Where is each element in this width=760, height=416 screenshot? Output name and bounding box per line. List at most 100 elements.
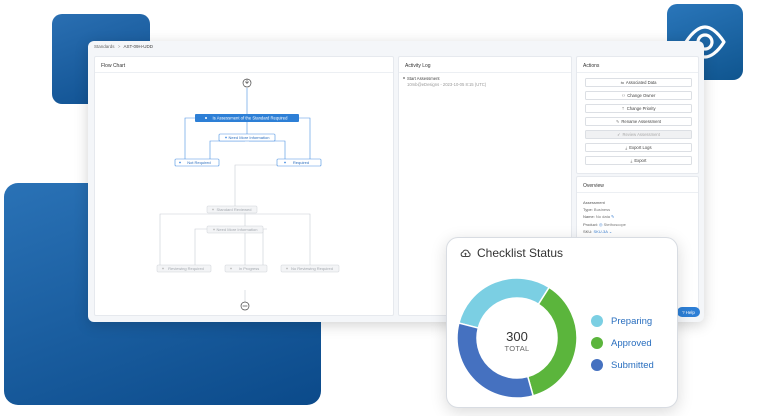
overview-sku-value[interactable]: SKU-3A xyxy=(593,228,608,234)
legend-label-submitted: Submitted xyxy=(611,359,654,371)
associated-data-button[interactable]: ⇆ Associated Data xyxy=(585,78,692,87)
associated-data-label: Associated Data xyxy=(625,80,657,85)
flow-node-in-progress[interactable]: In Progress xyxy=(224,264,268,273)
panel-divider xyxy=(95,72,393,73)
change-owner-button[interactable]: ⚇ Change Owner xyxy=(585,91,692,100)
rename-assessment-button[interactable]: ✎ Rename Assessment xyxy=(585,117,692,126)
app-window: Standards > AST-09H-UDD Flow Chart xyxy=(88,41,704,322)
actions-panel: Actions ⇆ Associated Data ⚇ Change Owner… xyxy=(576,56,699,174)
checklist-title: Checklist Status xyxy=(477,246,564,260)
breadcrumb-current: AST-09H-UDD xyxy=(123,44,153,49)
help-button[interactable]: ? Help xyxy=(677,307,700,317)
flow-node-decision-label: Is Assessment of the Standard Required xyxy=(213,116,289,121)
flow-chart-title: Flow Chart xyxy=(101,63,126,69)
donut-total: 300 TOTAL xyxy=(491,329,543,354)
flow-node-need-more-label: Need More Information xyxy=(229,135,270,140)
legend-item-submitted: Submitted xyxy=(591,354,654,376)
overview-sku-key: SKU xyxy=(583,228,592,234)
flow-end-node[interactable] xyxy=(240,301,250,311)
flow-node-reviewing-required[interactable]: Reviewing Required xyxy=(156,264,212,273)
flow-node-need-more-2[interactable]: Need More Information xyxy=(206,225,264,234)
flow-start-node[interactable] xyxy=(242,78,252,88)
user-icon: ⚇ xyxy=(621,93,626,98)
panel-divider xyxy=(577,72,698,73)
panel-divider xyxy=(577,192,698,193)
activity-entry: Start Assessment 10mb@eDesigns - 2023-10… xyxy=(403,76,487,87)
legend-swatch-preparing xyxy=(591,315,603,327)
legend-item-approved: Approved xyxy=(591,332,654,354)
donut-segment-preparing[interactable] xyxy=(457,277,551,329)
flow-chart-panel: Flow Chart xyxy=(94,56,394,316)
review-assessment-button[interactable]: ✓ Review Assessment xyxy=(585,130,692,139)
panel-divider xyxy=(399,72,571,73)
overview-type-row: Type: Business xyxy=(583,207,611,213)
edit-name-icon[interactable]: ✎ xyxy=(611,214,615,220)
rename-assessment-label: Rename Assessment xyxy=(621,119,661,124)
actions-title: Actions xyxy=(583,63,600,69)
overview-product-key: Product xyxy=(583,221,597,227)
overview-sku-row: SKU: SKU-3A ⌄ xyxy=(583,228,613,234)
check-icon: ✓ xyxy=(617,132,621,137)
flow-chart-diagram: Is Assessment of the Standard Required N… xyxy=(156,78,340,311)
checklist-status-card: Checklist Status 300 TOTAL Preparing App… xyxy=(446,237,678,408)
activity-entry-title: Start Assessment xyxy=(407,76,440,81)
flow-node-reviewing-required-label: Reviewing Required xyxy=(168,266,204,271)
donut-segment-submitted[interactable] xyxy=(456,322,535,399)
donut-total-value: 300 xyxy=(506,329,528,344)
overview-name-row: Name: No data ✎ xyxy=(583,214,615,220)
export-logs-button[interactable]: ⤓ Export Logs xyxy=(585,143,692,152)
flow-node-standard-reviewed-label: Standard Reviewed xyxy=(217,207,252,212)
flow-node-required[interactable]: Required xyxy=(276,158,322,167)
export-label: Export xyxy=(634,158,647,163)
breadcrumb-root[interactable]: Standards xyxy=(94,44,115,49)
overview-details: Assessment Type: Business Name: No data … xyxy=(583,199,626,235)
legend-label-preparing: Preparing xyxy=(611,315,653,327)
flow-node-need-more[interactable]: Need More Information xyxy=(218,133,276,142)
help-icon: ? xyxy=(682,309,685,315)
donut-total-label: TOTAL xyxy=(504,344,530,353)
overview-type-key: Type xyxy=(583,207,592,213)
export-button[interactable]: ⤓ Export xyxy=(585,156,692,165)
export-logs-label: Export Logs xyxy=(629,145,652,150)
timeline-dot xyxy=(403,77,405,79)
cloud-icon xyxy=(460,249,471,257)
change-owner-label: Change Owner xyxy=(627,93,656,98)
pencil-icon: ✎ xyxy=(616,119,620,124)
overview-product-row: Product: ◎ Stethoscope xyxy=(583,221,626,227)
download-icon: ⤓ xyxy=(630,158,633,163)
flow-connectors xyxy=(184,88,311,159)
checklist-header: Checklist Status xyxy=(460,246,563,260)
overview-title: Overview xyxy=(583,183,604,189)
overview-name-value: No data xyxy=(595,214,610,220)
legend-swatch-submitted xyxy=(591,359,603,371)
overview-section-label: Assessment xyxy=(583,200,605,205)
chevron-down-icon[interactable]: ⌄ xyxy=(608,228,613,234)
product-icon: ◎ xyxy=(599,221,603,227)
checklist-legend: Preparing Approved Submitted xyxy=(591,310,654,376)
arrow-up-icon: ⇡ xyxy=(621,106,625,111)
overview-name-key: Name xyxy=(583,214,594,220)
activity-log-title: Activity Log xyxy=(405,63,431,69)
review-assessment-label: Review Assessment xyxy=(622,132,660,137)
overview-product-value[interactable]: Stethoscope xyxy=(603,221,626,227)
flow-node-decision[interactable]: Is Assessment of the Standard Required xyxy=(195,114,299,122)
breadcrumb: Standards > AST-09H-UDD xyxy=(94,44,153,49)
flow-node-need-more-2-label: Need More Information xyxy=(217,227,258,232)
link-icon: ⇆ xyxy=(620,80,624,85)
flow-node-no-reviewing-label: No Reviewing Required xyxy=(291,266,333,271)
flow-node-standard-reviewed[interactable]: Standard Reviewed xyxy=(206,205,258,214)
flow-connectors-inactive xyxy=(159,164,311,309)
change-priority-button[interactable]: ⇡ Change Priority xyxy=(585,104,692,113)
legend-label-approved: Approved xyxy=(611,337,652,349)
flow-node-not-required[interactable]: Not Required xyxy=(174,158,220,167)
download-icon: ⤓ xyxy=(625,145,628,150)
flow-node-not-required-label: Not Required xyxy=(187,160,211,165)
change-priority-label: Change Priority xyxy=(626,106,656,111)
activity-entry-meta: 10mb@eDesigns - 2023-10-05 8:15 (UTC) xyxy=(407,81,487,87)
help-label: Help xyxy=(685,309,695,315)
checklist-donut-chart xyxy=(456,277,578,399)
legend-swatch-approved xyxy=(591,337,603,349)
flow-node-no-reviewing[interactable]: No Reviewing Required xyxy=(280,264,340,273)
legend-item-preparing: Preparing xyxy=(591,310,654,332)
overview-type-value: Business xyxy=(593,207,611,213)
